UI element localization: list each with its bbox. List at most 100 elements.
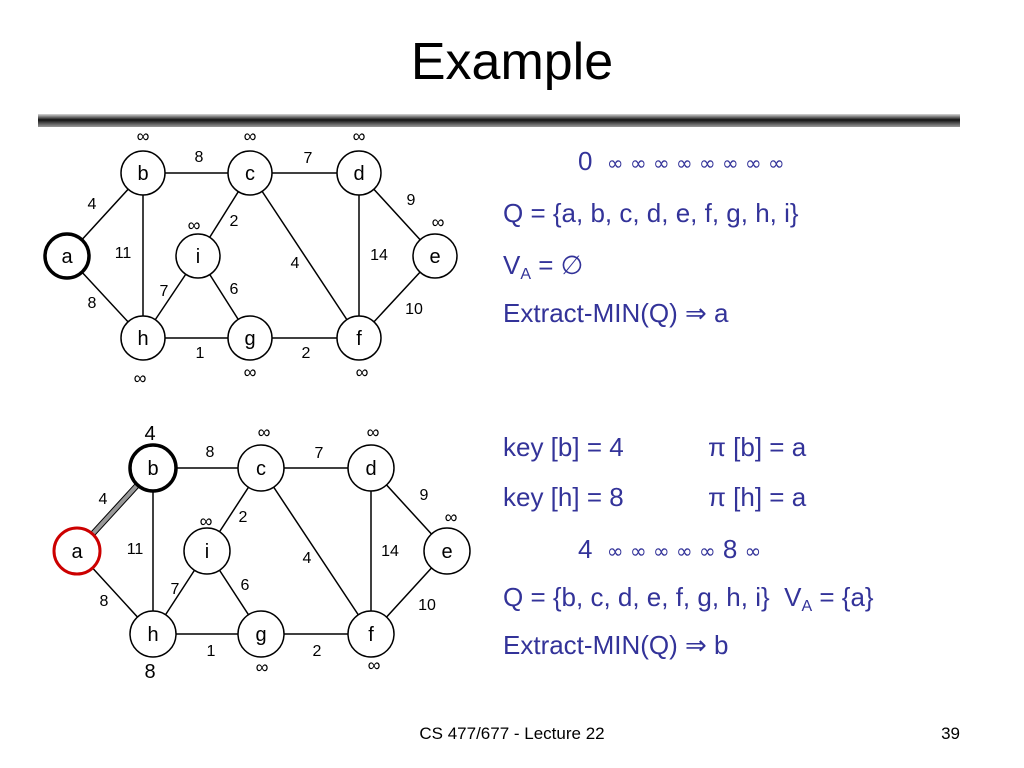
- node-key-h: 8: [144, 661, 155, 683]
- node-g: [237, 610, 285, 658]
- bottom-extract: Extract-MIN(Q) ⇒ b: [503, 630, 729, 660]
- node-label-g: g: [255, 624, 266, 646]
- node-key-d: ∞: [367, 422, 380, 442]
- node-i: [183, 527, 231, 575]
- node-label-e: e: [441, 541, 452, 563]
- node-label-h: h: [147, 624, 158, 646]
- top-va: VA = ∅: [503, 250, 583, 290]
- node-d: [336, 150, 382, 196]
- node-e: [412, 233, 458, 279]
- node-a: [43, 232, 91, 280]
- node-key-f: ∞: [356, 362, 369, 382]
- edge-weight-h-i: 7: [171, 581, 180, 598]
- node-key-f: ∞: [368, 655, 381, 675]
- edge-weight-c-i: 2: [239, 509, 248, 526]
- edge-weight-e-f: 10: [405, 301, 423, 318]
- node-label-d: d: [353, 163, 364, 185]
- node-g: [227, 315, 273, 361]
- bottom-queue-va: Q = {b, c, d, e, f, g, h, i} VA = {a}: [503, 582, 874, 622]
- bottom-pi-b: π [b] = a: [708, 432, 807, 462]
- node-key-c: ∞: [244, 126, 257, 146]
- node-label-a: a: [61, 246, 73, 268]
- node-key-c: ∞: [258, 422, 271, 442]
- node-label-b: b: [147, 458, 158, 480]
- edge-weight-i-g: 6: [241, 577, 250, 594]
- edge-weight-d-f: 14: [370, 247, 388, 264]
- node-e: [423, 527, 471, 575]
- edge-weight-c-i: 2: [230, 213, 239, 230]
- node-a: [52, 526, 102, 576]
- edge-weight-c-f: 4: [291, 255, 300, 272]
- edge-weight-b-c: 8: [195, 149, 204, 166]
- node-h: [120, 315, 166, 361]
- bottom-va-sub: A: [801, 598, 813, 615]
- node-c: [227, 150, 273, 196]
- slide-title: Example: [410, 33, 614, 91]
- edge-weight-e-f: 10: [418, 597, 436, 614]
- footer-text: CS 477/677 - Lecture 22: [419, 724, 605, 743]
- node-key-i: ∞: [200, 511, 213, 531]
- top-extract: Extract-MIN(Q) ⇒ a: [503, 298, 729, 328]
- edge-weight-g-f: 2: [313, 643, 322, 660]
- edge-weight-d-f: 14: [381, 543, 399, 560]
- edge-weight-a-b: 4: [99, 491, 108, 508]
- bottom-key-b-value: 4: [578, 534, 593, 564]
- node-key-d: ∞: [353, 126, 366, 146]
- edge-weight-c-f: 4: [303, 550, 312, 567]
- node-key-e: ∞: [445, 507, 458, 527]
- top-keys-infinities: ∞ ∞ ∞ ∞ ∞ ∞ ∞ ∞: [606, 151, 785, 175]
- edge-weight-i-g: 6: [230, 281, 239, 298]
- edge-weight-h-g: 1: [196, 345, 205, 362]
- edge-weight-b-h: 11: [115, 245, 132, 262]
- node-label-a: a: [71, 541, 83, 563]
- node-label-f: f: [356, 328, 362, 350]
- title-rule: [38, 114, 960, 127]
- node-key-b: 4: [144, 423, 155, 445]
- page-number: 39: [941, 724, 960, 743]
- node-key-g: ∞: [244, 362, 257, 382]
- bottom-keys-infinities: ∞ ∞ ∞ ∞ ∞: [606, 539, 716, 563]
- top-queue: Q = {a, b, c, d, e, f, g, h, i}: [503, 198, 799, 228]
- bottom-va-prefix: V: [784, 582, 802, 612]
- bottom-keys-row: 4 ∞ ∞ ∞ ∞ ∞ 8 ∞: [578, 534, 761, 566]
- edge-weight-a-h: 8: [88, 295, 97, 312]
- edge-weight-b-c: 8: [206, 444, 215, 461]
- node-label-c: c: [245, 163, 255, 185]
- node-b: [128, 443, 178, 493]
- top-keys-row: 0 ∞ ∞ ∞ ∞ ∞ ∞ ∞ ∞: [578, 146, 785, 178]
- top-va-suffix: = ∅: [531, 250, 584, 280]
- node-label-g: g: [244, 328, 255, 350]
- node-b: [120, 150, 166, 196]
- bottom-va-suffix: = {a}: [812, 582, 874, 612]
- node-d: [347, 444, 395, 492]
- node-key-e: ∞: [432, 212, 445, 232]
- edge-weight-a-b: 4: [88, 196, 97, 213]
- node-key-b: ∞: [137, 126, 150, 146]
- node-label-i: i: [205, 541, 209, 563]
- edge-weight-h-i: 7: [160, 283, 169, 300]
- bottom-key-h-value: 8: [722, 534, 738, 564]
- node-key-h: ∞: [134, 368, 147, 388]
- edge-c-f: [249, 172, 360, 339]
- top-va-prefix: V: [503, 250, 521, 280]
- node-label-d: d: [365, 458, 376, 480]
- bottom-queue: Q = {b, c, d, e, f, g, h, i}: [503, 582, 770, 612]
- node-key-g: ∞: [256, 657, 269, 677]
- top-va-sub: A: [520, 266, 532, 283]
- node-label-i: i: [196, 246, 200, 268]
- bottom-key-last-infinity: ∞: [744, 539, 762, 563]
- node-label-b: b: [137, 163, 148, 185]
- edge-weight-g-f: 2: [302, 345, 311, 362]
- top-key-a: 0: [578, 146, 593, 176]
- edge-weight-d-e: 9: [420, 487, 429, 504]
- bottom-pi-h: π [h] = a: [708, 482, 807, 512]
- node-label-c: c: [256, 458, 266, 480]
- edge-weight-c-d: 7: [304, 150, 313, 167]
- node-i: [175, 233, 221, 279]
- node-h: [129, 610, 177, 658]
- edge-weight-h-g: 1: [207, 643, 216, 660]
- edge-weight-d-e: 9: [407, 192, 416, 209]
